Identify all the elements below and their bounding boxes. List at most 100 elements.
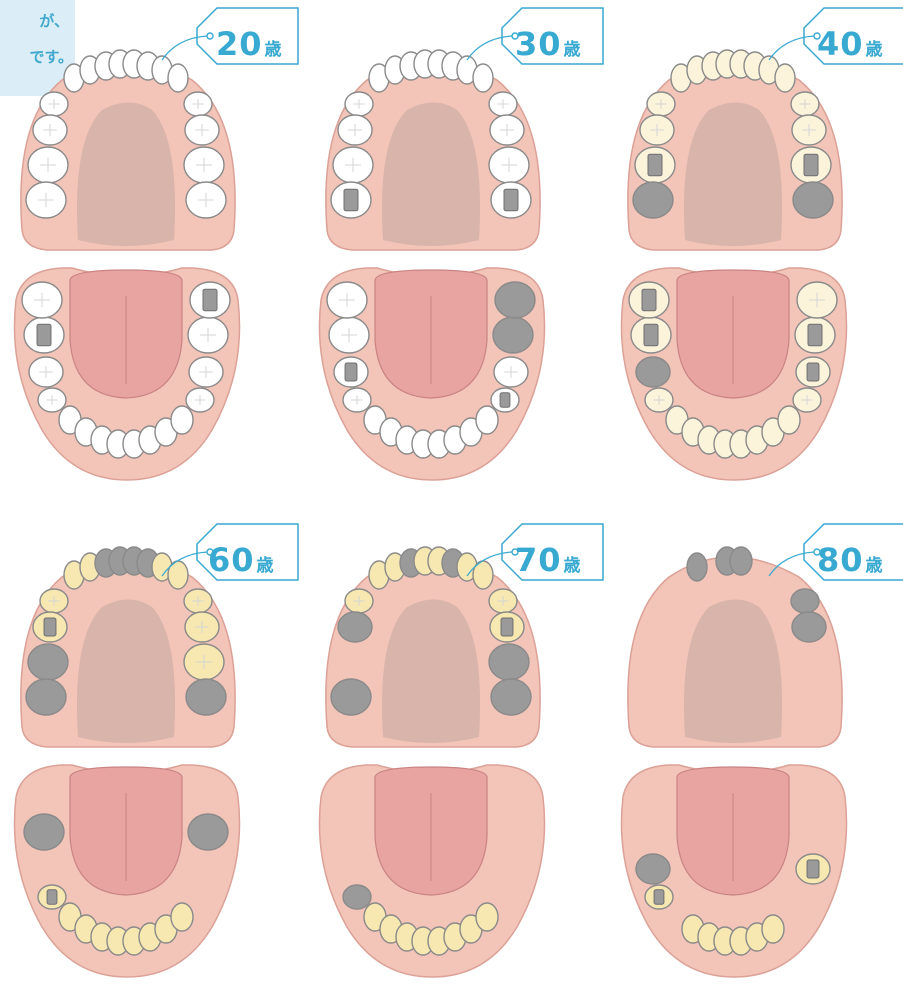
tooth [489, 147, 529, 183]
filled-tooth [491, 182, 531, 218]
age-value: 40 [817, 25, 864, 63]
tooth [33, 115, 67, 145]
tooth-shape [730, 547, 752, 575]
age-value: 80 [817, 541, 864, 579]
tooth [327, 282, 367, 318]
metal-filling [37, 324, 51, 346]
tooth-shape [792, 612, 826, 642]
tooth [329, 317, 369, 353]
tooth-shape [793, 182, 833, 218]
age-unit: 歳 [257, 556, 275, 576]
filled-tooth [334, 357, 368, 387]
jaw-group [319, 8, 603, 480]
tooth-shape [473, 64, 493, 92]
metal-crown-tooth [343, 885, 371, 909]
tooth [338, 115, 372, 145]
tooth-shape [636, 854, 670, 884]
tooth [345, 92, 373, 116]
tooth [40, 92, 68, 116]
tooth [489, 92, 517, 116]
metal-crown-tooth [687, 553, 707, 581]
tooth [792, 115, 826, 145]
tooth [29, 357, 63, 387]
filled-tooth [791, 147, 831, 183]
jaw-group [319, 524, 603, 977]
filled-tooth [190, 282, 230, 318]
metal-filling [807, 860, 819, 878]
jaw-illustration [307, 0, 607, 497]
tooth [762, 915, 784, 943]
tooth [791, 92, 819, 116]
metal-filling [44, 618, 56, 636]
age-value: 60 [208, 541, 255, 579]
tooth [184, 644, 224, 680]
metal-crown-tooth [331, 679, 371, 715]
tooth-shape [331, 679, 371, 715]
metal-filling [47, 890, 57, 904]
metal-filling [804, 154, 818, 176]
tooth [775, 64, 795, 92]
metal-filling [344, 189, 358, 211]
tooth [171, 903, 193, 931]
tooth [22, 282, 62, 318]
metal-filling [648, 154, 662, 176]
metal-filling [808, 324, 822, 346]
tooth-shape [171, 406, 193, 434]
tooth-shape [476, 903, 498, 931]
tooth [476, 406, 498, 434]
filled-tooth [635, 147, 675, 183]
tooth-shape [168, 64, 188, 92]
filled-tooth [796, 854, 830, 884]
metal-crown-tooth [791, 589, 819, 613]
metal-crown-tooth [792, 612, 826, 642]
tooth [473, 64, 493, 92]
tooth [494, 357, 528, 387]
age-value: 30 [515, 25, 562, 63]
metal-filling [203, 289, 217, 311]
filled-tooth [24, 317, 64, 353]
tooth-shape [778, 406, 800, 434]
tooth [168, 64, 188, 92]
metal-crown-tooth [26, 679, 66, 715]
tooth [778, 406, 800, 434]
age-unit: 歳 [564, 556, 582, 576]
tooth-shape [495, 282, 535, 318]
tooth [185, 115, 219, 145]
age-tag: 80歳 [817, 541, 884, 579]
filled-tooth [33, 612, 67, 642]
metal-filling [504, 189, 518, 211]
filled-tooth [331, 182, 371, 218]
jaw-illustration [609, 0, 903, 497]
metal-filling [501, 618, 513, 636]
jaw-group [14, 524, 298, 977]
tooth-shape [489, 644, 529, 680]
tooth [184, 147, 224, 183]
tooth-shape [633, 182, 673, 218]
metal-crown-tooth [793, 182, 833, 218]
metal-crown-tooth [636, 854, 670, 884]
tooth-shape [493, 317, 533, 353]
filled-tooth [796, 357, 830, 387]
tooth [186, 388, 214, 412]
filled-tooth [491, 388, 519, 412]
tooth-shape [186, 679, 226, 715]
metal-crown-tooth [491, 679, 531, 715]
tooth-shape [28, 644, 68, 680]
metal-crown-tooth [489, 644, 529, 680]
tooth-shape [687, 553, 707, 581]
tooth [489, 589, 517, 613]
tooth [640, 115, 674, 145]
tooth [793, 388, 821, 412]
age-unit: 歳 [866, 40, 884, 60]
jaw-illustration [2, 0, 302, 497]
jaw-group [621, 8, 903, 480]
tooth-shape [476, 406, 498, 434]
tooth [184, 589, 212, 613]
metal-crown-tooth [188, 814, 228, 850]
metal-crown-tooth [730, 547, 752, 575]
tooth-shape [791, 589, 819, 613]
